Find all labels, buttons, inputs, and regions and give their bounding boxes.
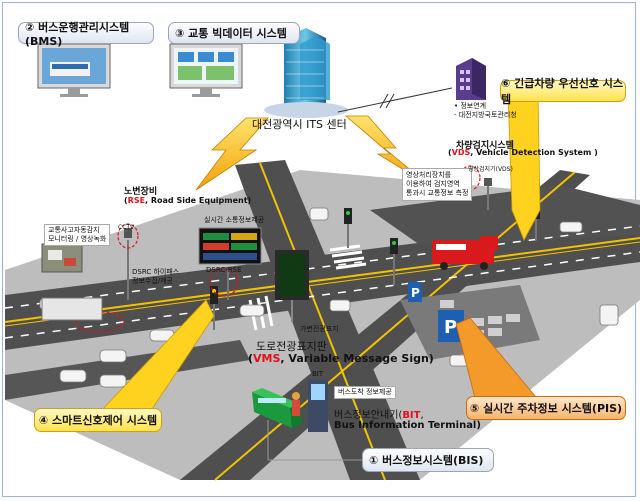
dsrc-label-line1: DSRC 하이패스 [132,268,180,276]
info-link-line2: - 대전지방국토관리청 [454,111,517,119]
dsrc-label: DSRC 하이패스 정보수집/제공 [132,268,179,286]
emergency-system-box: ⑥ 긴급차량 우선신호 시스템 [500,77,626,106]
dsrc-label-line2: 정보수집/제공 [132,277,173,285]
vds-camera-label: 영상검지기(VDS) [468,166,513,173]
vds-abbr: VDS [451,148,471,157]
smart-signal-system-box: ④ 스마트신호제어 시스템 [34,408,162,432]
cctv-description: 교통사고자동감지 모니터링 / 영상녹화 [44,224,111,246]
realtime-monitor [198,227,262,265]
rse-full: , Road Side Equipment) [145,196,252,205]
bit-label: BIT [312,370,324,378]
vds-title: 차량검지시스템 [456,141,514,151]
vds-desc-line1: 영상처리장치를 [406,171,452,179]
bit-title-label: 버스정보안내기(BIT, [334,406,424,421]
its-center-building [264,28,348,118]
cctv-desc-line2: 모니터링 / 영상녹화 [48,235,107,243]
info-link-line1: • 정보연계 [454,102,487,110]
cctv-inset [41,243,103,321]
vms-full: , Variable Message Sign) [280,352,434,365]
lightning-bolts [195,115,431,191]
its-center-title: 대전광역시 ITS 센터 [252,118,347,131]
svg-text:P: P [411,286,420,300]
traffic-bigdata-system-label: ③ 교통 빅데이터 시스템 [175,27,287,40]
smart-signal-system-label: ④ 스마트신호제어 시스템 [38,414,158,427]
cctv-label: CCTV [118,224,135,231]
traffic-bigdata-system-box: ③ 교통 빅데이터 시스템 [168,22,300,44]
fire-truck [432,236,498,270]
rse-paren: ( [124,196,128,205]
regional-office-building [456,58,486,100]
svg-text:P: P [444,317,457,338]
rse-full-label: (RSE, Road Side Equipment) [124,196,251,205]
bis-system-label: ① 버스정보시스템(BIS) [369,454,484,467]
bis-system-box: ① 버스정보시스템(BIS) [362,448,494,472]
vms-label2: 도로전광표지판 [256,340,327,353]
pis-system-box: ⑤ 실시간 주차정보 시스템(PIS) [466,396,626,420]
vds-full-label: (VDS, Vehicle Detection System ) [448,148,598,157]
vds-full: , Vehicle Detection System ) [470,148,598,157]
bit-arrival-label: 버스도착 정보제공 [334,386,396,399]
vds-description: 영상처리장치를 이용하여 검지영역 통과시 교통정보 측정 [402,168,473,201]
bit-full2: Bus Information Terminal) [334,420,481,431]
data-link-line [337,87,453,113]
cctv-desc-line1: 교통사고자동감지 [48,226,100,234]
bis-connector [267,420,362,461]
realtime-label: 실시간 소통정보제공 [204,216,265,224]
monitors [37,43,243,97]
bit-title: 버스정보안내기( [334,410,403,421]
rse-title: 노변장비 [124,187,158,197]
vms-full-label: (VMS, Variable Message Sign) [248,352,434,365]
dsrc-rse-label: DSRC-RSE [206,266,242,274]
bms-system-box: ② 버스운행관리시스템(BMS) [18,21,154,48]
rse-abbr: RSE [127,196,146,205]
vds-desc-line2: 이용하여 검지영역 [406,180,460,188]
pis-system-label: ⑤ 실시간 주차정보 시스템(PIS) [469,402,623,415]
vms-abbr: VMS [253,352,281,365]
vms-paren: ( [248,352,254,365]
info-link-text: • 정보연계 - 대전지방국토관리청 [454,102,517,120]
vds-desc-line3: 통과시 교통정보 측정 [406,189,469,197]
detection-zones [75,165,481,333]
bit-full: , [420,410,424,421]
vms-label1: 가변전광표지 [300,325,339,333]
bit-kiosk [292,380,328,432]
emergency-system-label: ⑥ 긴급차량 우선신호 시스템 [501,77,624,106]
bms-system-label: ② 버스운행관리시스템(BMS) [25,20,130,48]
vds-paren: ( [448,148,452,157]
vms-sign [275,250,309,322]
bit-abbr: BIT [402,410,421,421]
